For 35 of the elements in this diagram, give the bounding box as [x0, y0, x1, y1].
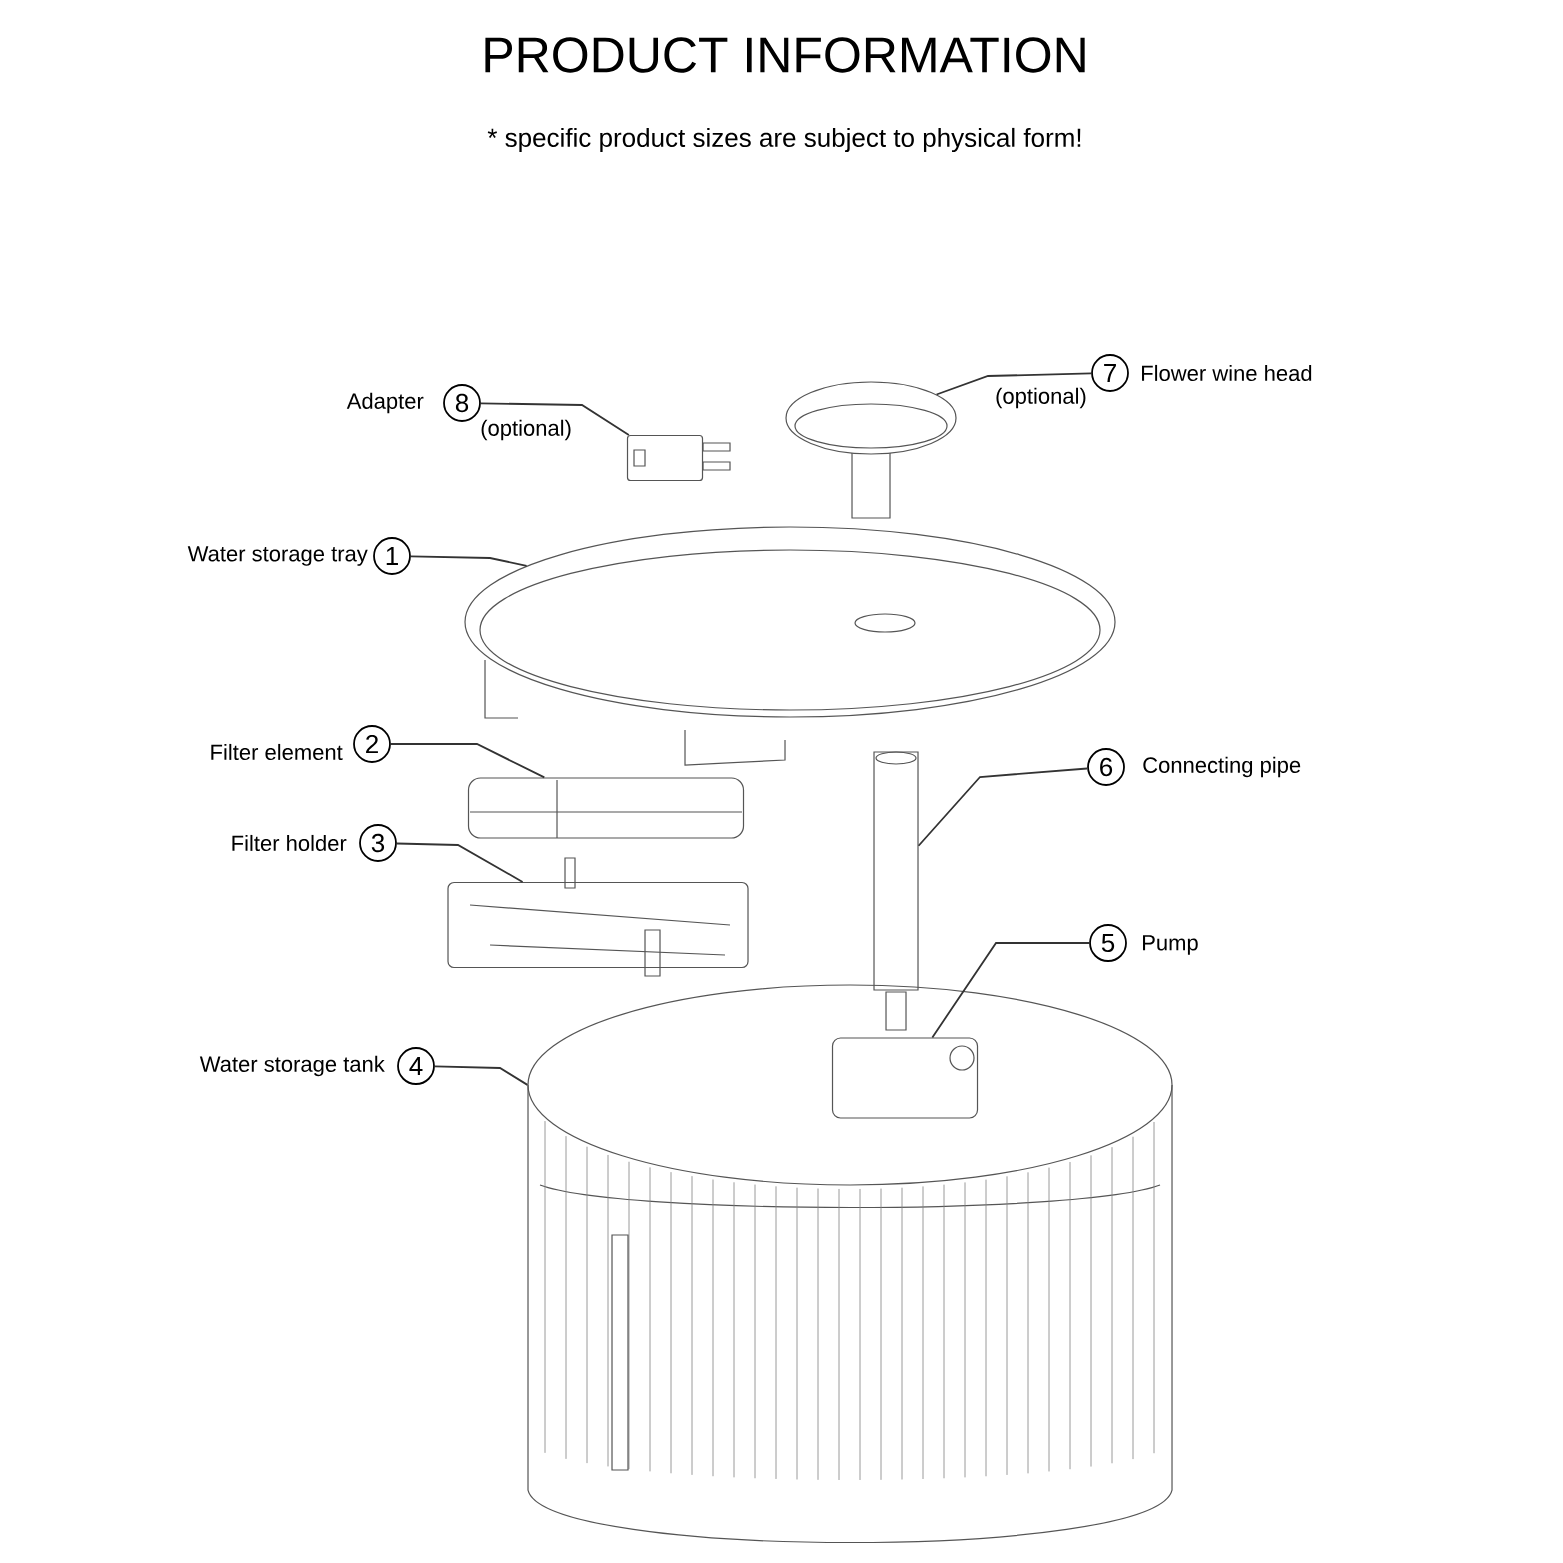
part-label: Filter holder [232, 834, 347, 852]
part-label: (optional) [996, 387, 1086, 409]
callout-number: 5 [1089, 924, 1127, 962]
leader-line [931, 942, 1090, 1039]
leader-line [917, 767, 1089, 847]
part-label: Pump [1143, 935, 1198, 955]
part-label: Connecting pipe [1143, 756, 1301, 778]
title: PRODUCT INFORMATION [485, 37, 1085, 73]
part-label: Adapter [346, 392, 424, 414]
part-label: (optional) [481, 419, 571, 441]
filter-drawing [467, 777, 745, 839]
callout-number: 3 [359, 824, 397, 862]
leader-line [390, 743, 546, 779]
leader-line [935, 372, 1092, 396]
callout-number: 1 [373, 537, 411, 575]
pipe-drawing [873, 751, 919, 1031]
callout-number: 7 [1091, 354, 1129, 392]
tank-drawing [527, 984, 1173, 1544]
callout-number: 6 [1087, 748, 1125, 786]
filter-holder-drawing [447, 857, 749, 977]
leader-line [434, 1065, 529, 1086]
leader-line [396, 842, 524, 883]
leader-line [410, 555, 528, 567]
callout-number: 2 [353, 725, 391, 763]
part-label: Water storage tray [187, 546, 368, 566]
part-label: Filter element [211, 743, 343, 761]
leader-line [480, 402, 630, 436]
callout-number: 8 [443, 384, 481, 422]
note: * specific product sizes are subject to physical form! [487, 127, 1081, 153]
part-label: Flower wine head [1142, 364, 1312, 382]
pump-drawing [831, 1037, 979, 1119]
adapter-drawing [626, 434, 731, 482]
callout-number: 4 [397, 1047, 435, 1085]
part-label: Water storage tank [199, 1055, 385, 1077]
fountain-head-drawing [785, 381, 957, 519]
